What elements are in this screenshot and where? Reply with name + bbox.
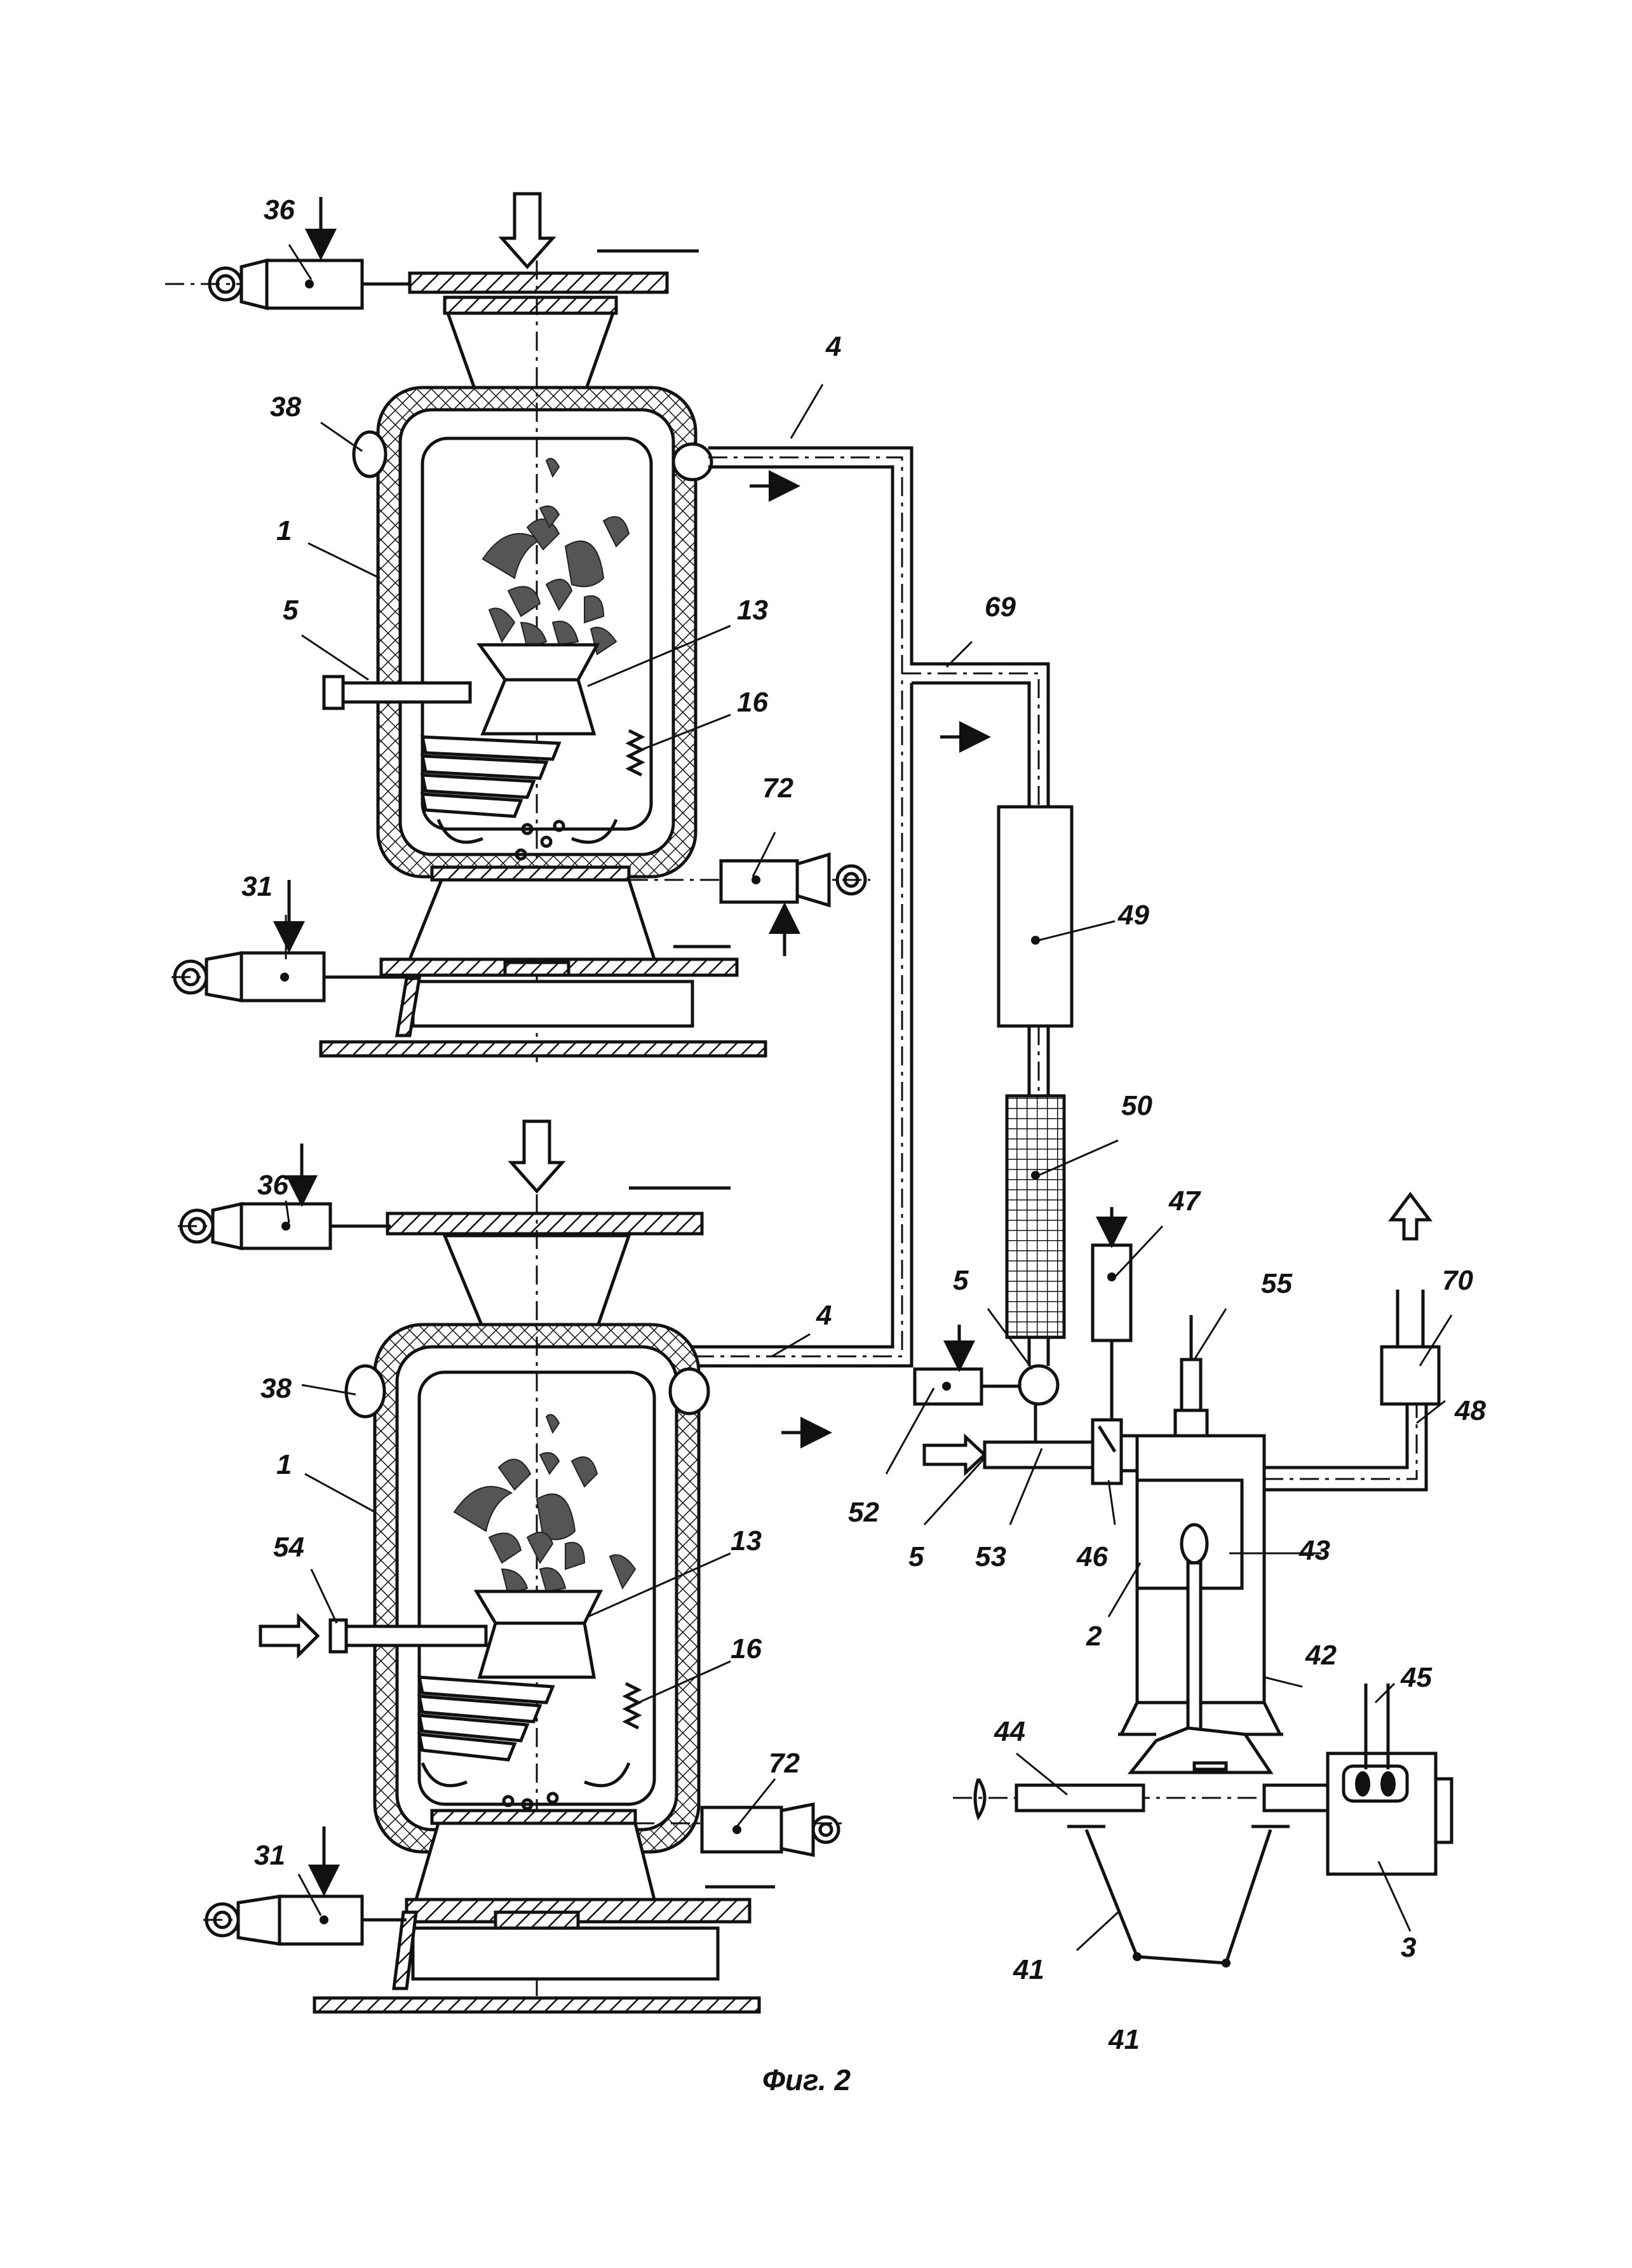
leader-lines: [285, 244, 1453, 1952]
label-43: 43: [1298, 1535, 1330, 1566]
label-5-mixer: 5: [953, 1265, 969, 1296]
exhaust-arrow: [1388, 1191, 1433, 1241]
lower-top-plate: [386, 1212, 704, 1236]
label-16-lower: 16: [731, 1633, 762, 1664]
lower-air-arrow: [259, 1612, 320, 1659]
lower-gasket-38: [344, 1364, 386, 1419]
air-inlet-5: [983, 1440, 1101, 1469]
label-49: 49: [1117, 900, 1149, 931]
label-38-lower: 38: [260, 1373, 292, 1404]
throttle-46: [1091, 1418, 1123, 1485]
upper-reactor: [165, 192, 870, 1067]
label-72-upper: 72: [762, 773, 793, 804]
label-31-upper: 31: [241, 871, 273, 902]
labels: 36 38 1 5 13 16 72 31 4 69 49 50 47 55 7…: [241, 194, 1486, 2096]
lower-inlet-54: [344, 1624, 488, 1647]
upper-feeder-drive-36: [265, 259, 364, 310]
label-41-bottom: 41: [1108, 2024, 1140, 2055]
crankshaft-44: [1015, 1783, 1145, 1812]
label-5-air: 5: [908, 1541, 924, 1572]
label-46: 46: [1076, 1541, 1108, 1572]
label-70: 70: [1442, 1265, 1473, 1296]
label-31-lower: 31: [254, 1840, 285, 1871]
exhaust-unit-70: [1380, 1345, 1441, 1406]
label-44: 44: [994, 1716, 1025, 1747]
upper-top-plate: [408, 271, 669, 294]
lower-feed-arrow: [508, 1119, 566, 1194]
label-55: 55: [1261, 1268, 1292, 1299]
lower-side-drive-72: [700, 1806, 783, 1854]
label-1-lower: 1: [276, 1449, 292, 1480]
upper-gasket-38: [352, 430, 388, 478]
label-52: 52: [848, 1497, 879, 1528]
label-47: 47: [1168, 1185, 1201, 1217]
upper-pipeline: [692, 446, 1050, 1448]
label-48: 48: [1454, 1395, 1486, 1426]
lower-screw-16: [417, 1675, 642, 1762]
lower-cone-13: [473, 1590, 604, 1679]
label-50: 50: [1121, 1090, 1152, 1121]
label-2: 2: [1086, 1621, 1102, 1652]
label-4-upper: 4: [825, 331, 841, 362]
label-72-lower: 72: [769, 1748, 800, 1779]
lower-fragments: [453, 1414, 637, 1596]
label-45: 45: [1400, 1662, 1432, 1693]
label-54: 54: [273, 1532, 304, 1563]
filter-49: [997, 805, 1074, 1028]
label-53: 53: [975, 1541, 1006, 1572]
filter-mesh-50: [1005, 1094, 1066, 1339]
upper-feed-arrow: [498, 192, 556, 269]
label-5-upper: 5: [283, 595, 299, 626]
label-41-left: 41: [1013, 1954, 1044, 1985]
label-13-upper: 13: [737, 595, 768, 626]
figure-caption: Фиг. 2: [762, 2063, 851, 2096]
connecting-rod: [1186, 1561, 1203, 1743]
mixer-node-5: [1018, 1364, 1060, 1406]
engine-assembly: [913, 1191, 1453, 1968]
label-1-upper: 1: [276, 515, 292, 546]
upper-screw-16: [420, 729, 645, 818]
lower-reactor: [178, 1119, 842, 2014]
upper-inlet-5: [341, 681, 472, 704]
label-36-lower: 36: [257, 1170, 288, 1201]
label-13-lower: 13: [731, 1525, 762, 1556]
label-3: 3: [1401, 1932, 1416, 1963]
valve-drive-47: [1091, 1243, 1133, 1342]
filter-stack: [997, 805, 1074, 1366]
label-38-upper: 38: [270, 391, 301, 422]
label-42: 42: [1305, 1640, 1337, 1671]
air-inlet-arrow: [922, 1433, 987, 1476]
label-4-lower: 4: [816, 1300, 832, 1331]
label-69: 69: [985, 591, 1016, 623]
label-16-upper: 16: [737, 687, 768, 718]
sensor-55: [1180, 1358, 1203, 1412]
label-36-upper: 36: [264, 194, 295, 226]
